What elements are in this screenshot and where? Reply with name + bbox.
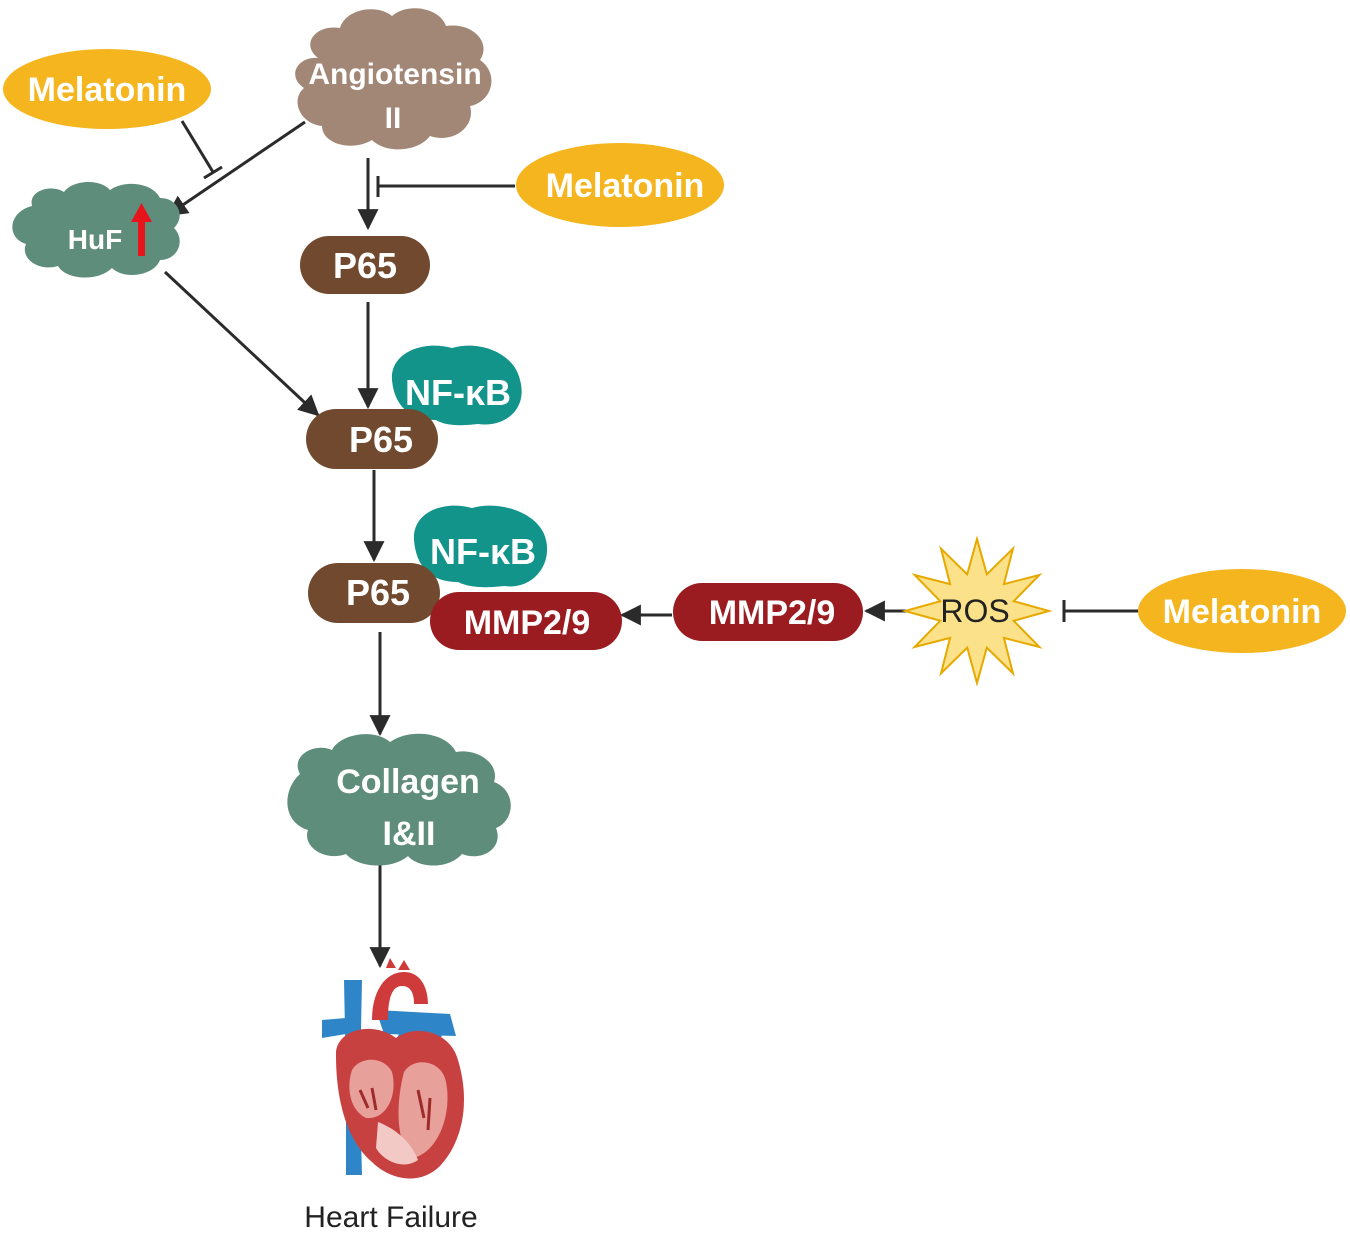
svg-text:ROS: ROS <box>940 593 1009 629</box>
inhibit-line-melatonin-huf <box>180 120 215 173</box>
svg-text:Melatonin: Melatonin <box>28 71 187 109</box>
svg-text:Melatonin: Melatonin <box>1163 593 1322 631</box>
svg-text:P65: P65 <box>346 572 410 613</box>
svg-text:NF-κB: NF-κB <box>405 372 511 413</box>
mmp-node-bound: MMP2/9 <box>430 592 622 650</box>
collagen-cloud: Collagen I&II <box>287 733 511 866</box>
svg-text:P65: P65 <box>333 245 397 286</box>
mmp-node-free: MMP2/9 <box>673 583 863 641</box>
huf-label: HuF <box>68 224 122 255</box>
arrow-huf-p65nfkb <box>163 270 320 417</box>
melatonin-node-topright: Melatonin <box>516 143 724 227</box>
ros-star: ROS <box>901 535 1053 687</box>
heart-failure-label: Heart Failure <box>304 1201 477 1233</box>
p65-node-3: P65 <box>308 563 440 623</box>
huf-cloud: HuF <box>12 181 180 278</box>
collagen-label-line2: I&II <box>383 815 436 853</box>
angiotensin-label-line2: II <box>385 102 402 135</box>
p65-node-1: P65 <box>300 236 430 294</box>
nfkb-blob-1: NF-κB <box>391 345 522 426</box>
inhibit-bar-melatonin-huf <box>203 165 223 180</box>
melatonin-node-topleft: Melatonin <box>3 49 211 129</box>
arrow-angiotensin-huf <box>166 120 306 217</box>
svg-text:MMP2/9: MMP2/9 <box>709 594 836 632</box>
heart-anatomy-icon <box>322 958 464 1179</box>
up-arrow-icon <box>131 203 152 256</box>
collagen-label-line1: Collagen <box>336 763 480 801</box>
p65-node-2: P65 <box>306 409 438 469</box>
svg-text:Melatonin: Melatonin <box>546 167 705 205</box>
svg-text:NF-κB: NF-κB <box>430 531 536 572</box>
svg-text:P65: P65 <box>349 419 413 460</box>
svg-text:MMP2/9: MMP2/9 <box>464 604 591 642</box>
melatonin-node-right: Melatonin <box>1138 569 1346 653</box>
nfkb-blob-2: NF-κB <box>413 505 548 588</box>
angiotensin-label-line1: Angiotensin <box>308 58 481 91</box>
angiotensin-cloud: Angiotensin II <box>295 8 492 150</box>
